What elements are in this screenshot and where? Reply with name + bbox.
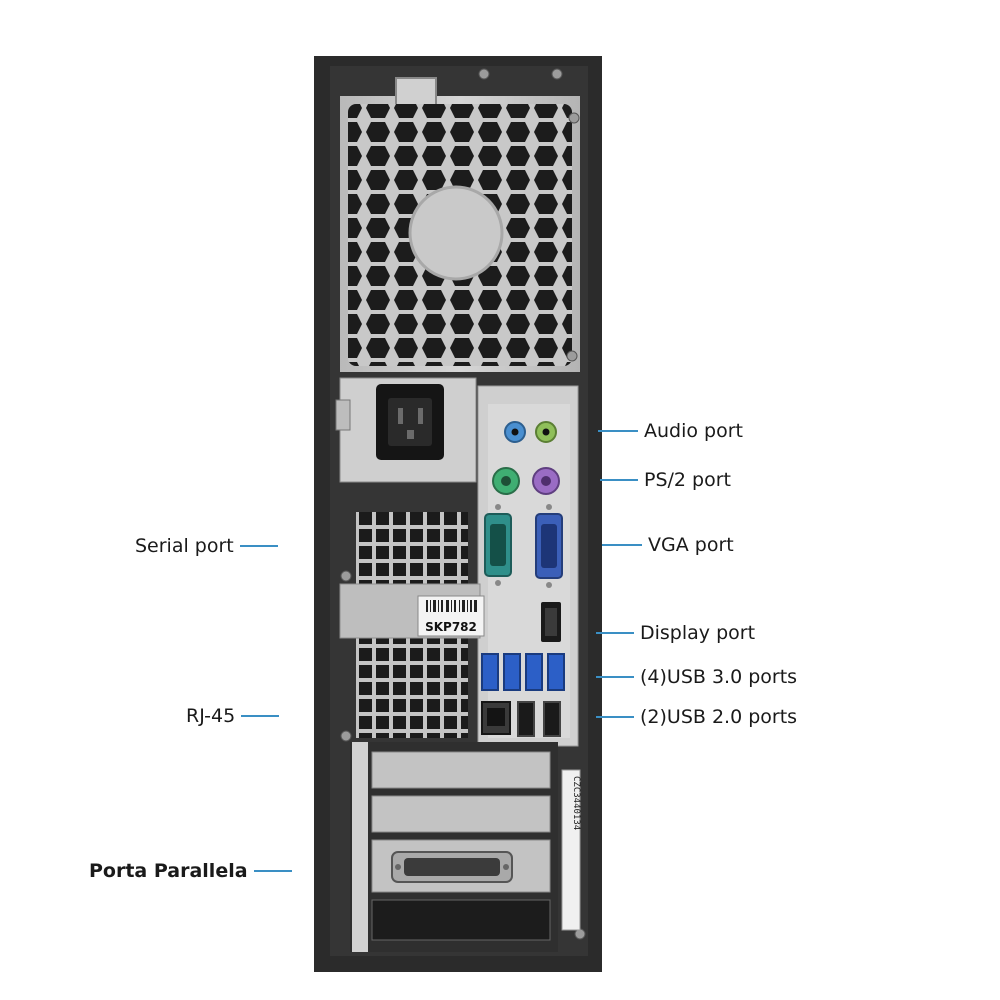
callout-line (600, 479, 638, 481)
callout-line (598, 430, 638, 432)
usb2-callout: (2)USB 2.0 ports (596, 706, 797, 728)
power-pin (407, 430, 414, 439)
ps2-port-green-center (501, 476, 511, 486)
screw (340, 730, 352, 742)
usb3-label: (4)USB 3.0 ports (640, 666, 798, 688)
usb2-label: (2)USB 2.0 ports (640, 706, 798, 728)
expansion-slot-cover (371, 899, 551, 941)
ps2-port-purple-center (541, 476, 551, 486)
slot-frame (352, 742, 368, 952)
usb3-port (525, 653, 543, 691)
screw (566, 350, 578, 362)
serial-label-text: CZC3440134 (571, 776, 581, 830)
callout-line (596, 676, 634, 678)
usb2-port (517, 701, 535, 737)
port-screw (495, 504, 501, 510)
expansion-slot-cover (371, 751, 551, 789)
usb2-port (543, 701, 561, 737)
port-screw (546, 582, 552, 588)
port-screw (395, 864, 401, 870)
parallel-port-inner (404, 858, 500, 876)
screw (551, 68, 563, 80)
parallel-port-label: Porta Parallela (89, 860, 248, 882)
serial-label (561, 769, 581, 931)
callout-line (596, 716, 634, 718)
serial-port-callout: Serial port (135, 535, 278, 557)
rj45-callout: RJ-45 (186, 705, 280, 727)
port-screw (546, 504, 552, 510)
expansion-slot-cover (371, 795, 551, 833)
port-screw (495, 580, 501, 586)
audio-port-callout: Audio port (598, 420, 743, 442)
serial-port-inner (490, 524, 506, 566)
psu-fan-hub (408, 185, 504, 281)
callout-line (596, 632, 634, 634)
screw (568, 112, 580, 124)
rj45-label: RJ-45 (186, 705, 236, 727)
rj45-port-inner (487, 708, 505, 726)
sticker-barcode (426, 600, 477, 612)
callout-line (253, 870, 292, 872)
power-pin (398, 408, 403, 424)
vga-port-callout: VGA port (602, 534, 734, 556)
port-screw (503, 864, 509, 870)
usb3-port (503, 653, 521, 691)
audio-jack-green-hole (542, 428, 550, 436)
sticker-code: SKP782 (425, 620, 477, 634)
side-latch (335, 399, 351, 431)
screw (478, 68, 490, 80)
usb3-port (547, 653, 565, 691)
vga-port-inner (541, 524, 557, 568)
usb3-port (481, 653, 499, 691)
usb3-callout: (4)USB 3.0 ports (596, 666, 797, 688)
ps2-port-label: PS/2 port (644, 469, 731, 491)
parallel-port-callout: Porta Parallela (89, 860, 292, 882)
audio-jack-blue-hole (511, 428, 519, 436)
vga-port-label: VGA port (648, 534, 734, 556)
callout-line (602, 544, 642, 546)
power-pin (418, 408, 423, 424)
screw (340, 570, 352, 582)
display-port-callout: Display port (596, 622, 755, 644)
psu-handle (395, 77, 437, 107)
callout-line (241, 715, 280, 717)
callout-line (239, 545, 278, 547)
display-port-label: Display port (640, 622, 756, 644)
ps2-port-callout: PS/2 port (600, 469, 731, 491)
serial-port-label: Serial port (135, 535, 234, 557)
display-port-inner (545, 608, 557, 636)
audio-port-label: Audio port (644, 420, 743, 442)
